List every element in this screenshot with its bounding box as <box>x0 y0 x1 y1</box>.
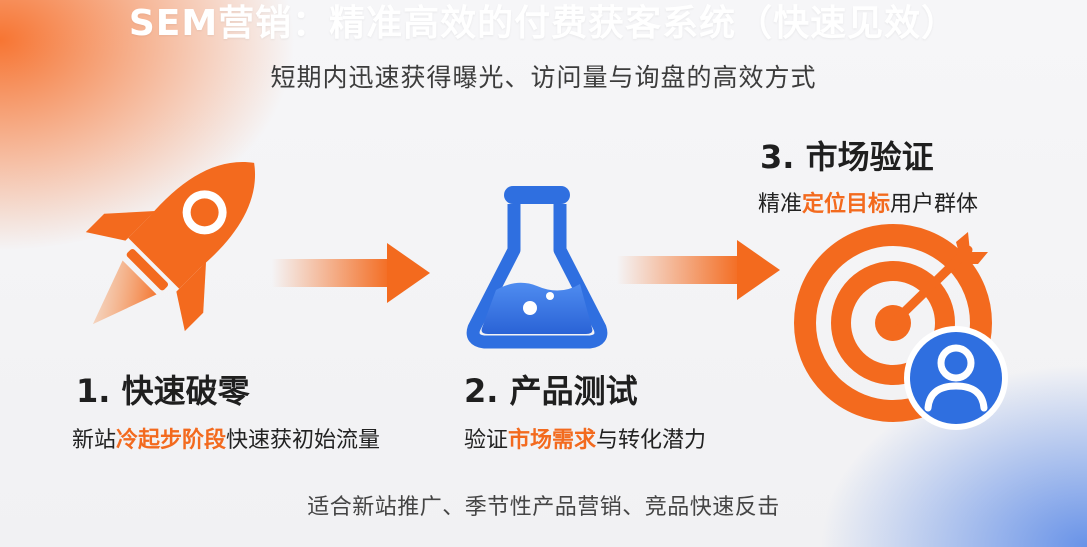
step-2-title: 2. 产品测试 <box>464 372 638 410</box>
step-1-desc-before: 新站 <box>72 428 117 453</box>
step-1-desc-after: 快速获初始流量 <box>226 428 381 453</box>
page-subtitle: 短期内迅速获得曝光、访问量与询盘的高效方式 <box>270 63 817 92</box>
step-1-desc: 新站冷起步阶段快速获初始流量 <box>72 422 380 454</box>
step-1-title: 1. 快速破零 <box>76 372 250 410</box>
arrow-right-icon <box>617 240 780 300</box>
flask-icon <box>466 186 608 349</box>
target-user-icon <box>794 224 1008 430</box>
step-3-desc: 精准定位目标用户群体 <box>758 186 978 218</box>
page-title: SEM营销：精准高效的付费获客系统（快速见效） <box>128 3 959 44</box>
arrow-right-icon <box>272 243 430 303</box>
step-3-desc-after: 用户群体 <box>890 192 979 217</box>
step-1-desc-highlight: 冷起步阶段 <box>116 428 227 453</box>
step-3-desc-before: 精准 <box>758 192 803 217</box>
rocket-icon <box>85 162 255 332</box>
footer-note: 适合新站推广、季节性产品营销、竞品快速反击 <box>307 495 780 520</box>
step-3-title: 3. 市场验证 <box>760 138 934 176</box>
step-2-desc-highlight: 市场需求 <box>508 428 597 453</box>
step-3-desc-highlight: 定位目标 <box>802 192 891 217</box>
step-2-desc-before: 验证 <box>464 428 509 453</box>
step-2-desc: 验证市场需求与转化潜力 <box>464 422 706 454</box>
step-2-desc-after: 与转化潜力 <box>596 428 707 453</box>
